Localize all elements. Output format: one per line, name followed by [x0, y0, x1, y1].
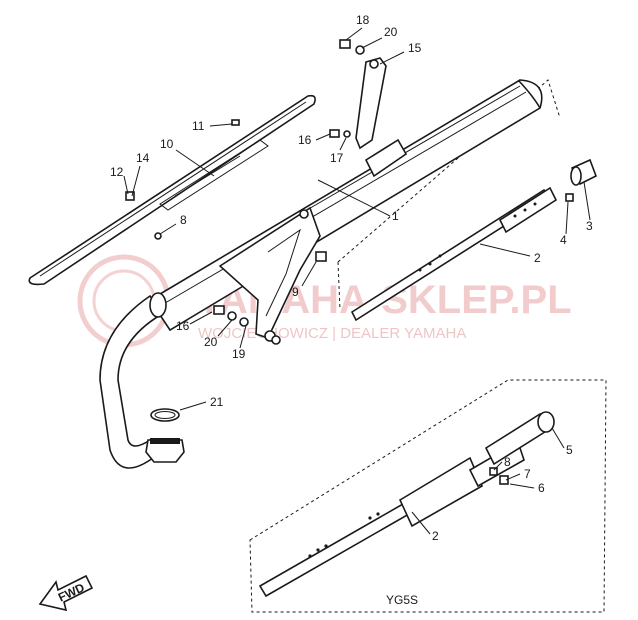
callout-1: 1 — [392, 209, 399, 223]
callouts: 18 20 15 11 10 16 17 14 12 8 1 3 4 2 9 1… — [110, 13, 593, 607]
callout-3: 3 — [586, 219, 593, 233]
tail-cap — [565, 158, 598, 202]
callout-9: 9 — [292, 285, 299, 299]
watermark-dealer: WOJCIECHOWICZ | DEALER YAMAHA — [198, 325, 466, 342]
callout-21: 21 — [210, 395, 224, 409]
baffle-tube-upper — [350, 186, 558, 322]
callout-2-bottom: 2 — [432, 529, 439, 543]
callout-17: 17 — [330, 151, 344, 165]
callout-16-top: 16 — [298, 133, 312, 147]
callout-6: 6 — [538, 481, 545, 495]
callout-5: 5 — [566, 443, 573, 457]
callout-14: 14 — [136, 151, 150, 165]
callout-15: 15 — [408, 41, 422, 55]
model-label: YG5S — [386, 593, 418, 607]
callout-20-top: 20 — [384, 25, 398, 39]
callout-18: 18 — [356, 13, 370, 27]
callout-12: 12 — [110, 165, 124, 179]
exhaust-nut — [145, 408, 185, 463]
callout-4: 4 — [560, 233, 567, 247]
callout-19: 19 — [232, 347, 246, 361]
leader-lines — [123, 27, 591, 535]
callout-11: 11 — [192, 119, 205, 133]
callout-7: 7 — [524, 467, 531, 481]
callout-20-bottom: 20 — [204, 335, 218, 349]
fwd-text: FWD — [56, 580, 87, 604]
assembly-outline-lower — [249, 379, 607, 613]
callout-8-top: 8 — [180, 213, 187, 227]
heat-shield — [28, 94, 316, 286]
fasteners — [125, 39, 365, 345]
forward-arrow: FWD — [38, 574, 94, 612]
baffle-tube-lower — [258, 411, 555, 598]
callout-10: 10 — [160, 137, 174, 151]
callout-8-bottom: 8 — [504, 455, 511, 469]
callout-16-bottom: 16 — [176, 319, 190, 333]
hanger-stay — [355, 57, 408, 178]
callout-2-top: 2 — [534, 251, 541, 265]
assembly-outline-upper — [337, 79, 561, 311]
